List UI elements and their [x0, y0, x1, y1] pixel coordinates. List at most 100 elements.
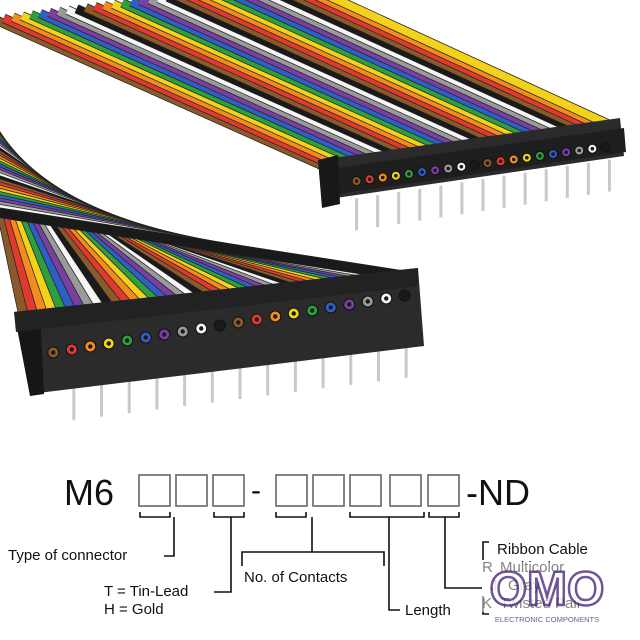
- label-ribbon-cable: Ribbon Cable: [497, 541, 588, 558]
- wire: [293, 0, 590, 134]
- contact-hole-center: [433, 168, 437, 173]
- contact-hole-center: [347, 302, 352, 307]
- contact-hole-center: [106, 341, 111, 346]
- bracket-connector-type: [139, 512, 171, 518]
- bracket-length: [349, 512, 425, 518]
- label-multicolor: Multicolor: [500, 559, 564, 576]
- leader-length: [388, 517, 400, 611]
- part-number-suffix: -ND: [466, 472, 530, 513]
- right-connector-contacts: [351, 141, 611, 187]
- wire: [258, 0, 564, 138]
- wire: [328, 0, 616, 131]
- code-box-5: [312, 474, 345, 507]
- wire: [269, 0, 572, 137]
- contact-hole-center: [125, 338, 130, 343]
- label-gray: Gray: [508, 577, 541, 594]
- contact-hole-center: [180, 329, 185, 334]
- wire: [304, 0, 598, 133]
- contact-hole-center: [88, 344, 93, 349]
- contact-hole-center: [310, 308, 315, 313]
- wire: [0, 208, 410, 282]
- leader-plating: [214, 517, 232, 593]
- omo-watermark-logo: OMO ELECTRONIC COMPONENTS: [482, 562, 612, 624]
- contact-hole-center: [367, 177, 372, 182]
- right-connector: [318, 118, 626, 231]
- contact-hole-center: [291, 311, 296, 316]
- contact-hole-center: [472, 163, 477, 167]
- back-ribbon-cable: [0, 0, 616, 172]
- front-ribbon-cable: [0, 131, 410, 323]
- label-plating-gold: H = Gold: [104, 601, 164, 618]
- contact-hole-center: [328, 305, 333, 310]
- contact-hole-center: [511, 157, 516, 162]
- code-box-8: [427, 474, 460, 507]
- code-box-4: [275, 474, 308, 507]
- right-connector-side: [318, 155, 340, 208]
- leader-connector-type: [164, 517, 175, 557]
- contact-hole-center: [236, 320, 241, 325]
- left-connector-side: [14, 310, 44, 396]
- watermark-backdrop: [482, 562, 612, 612]
- contact-hole-center: [402, 293, 407, 298]
- contact-hole-center: [420, 170, 424, 174]
- contact-hole-center: [564, 150, 568, 155]
- contact-hole-center: [199, 326, 204, 331]
- leader-cable-type: [444, 517, 482, 589]
- contact-hole-center: [525, 155, 529, 160]
- code-box-1: [138, 474, 171, 507]
- code-twisted: K: [482, 595, 492, 612]
- contact-hole-center: [217, 323, 222, 328]
- contact-hole-center: [384, 296, 389, 301]
- contact-hole-center: [577, 148, 582, 153]
- contact-hole-center: [590, 146, 595, 151]
- code-box-7: [389, 474, 422, 507]
- wire: [234, 0, 546, 141]
- contact-hole-center: [143, 335, 148, 340]
- bracket-ribbon-bottom: [482, 596, 489, 615]
- wire: [316, 0, 607, 132]
- label-connector-type: Type of connector: [8, 547, 127, 564]
- wire: [281, 0, 581, 136]
- code-gray: J: [490, 577, 498, 594]
- label-length: Length: [405, 602, 451, 619]
- contact-hole-center: [459, 164, 464, 169]
- contact-hole-center: [254, 317, 259, 322]
- contact-hole-center: [380, 175, 385, 180]
- wire: [223, 0, 537, 142]
- contact-hole-center: [273, 314, 278, 319]
- bracket-ribbon-top: [482, 541, 489, 560]
- wire: [0, 181, 30, 323]
- label-contacts: No. of Contacts: [244, 569, 347, 586]
- contact-hole-center: [394, 173, 398, 178]
- part-number-dash: -: [251, 474, 261, 507]
- contact-hole-center: [603, 145, 608, 149]
- bracket-contacts: [241, 551, 385, 566]
- left-connector-contacts: [47, 289, 411, 359]
- part-number-prefix: M6: [64, 472, 114, 513]
- contact-hole-center: [354, 179, 359, 183]
- right-connector-pins: [355, 159, 611, 231]
- watermark-subtext: ELECTRONIC COMPONENTS: [495, 615, 599, 624]
- bracket-cable-type: [428, 512, 460, 518]
- bracket-plating: [213, 512, 245, 518]
- left-connector-top-lip: [14, 268, 418, 332]
- part-number: M6 - -ND: [64, 472, 530, 513]
- label-twisted-pair: Twisted Pair: [500, 595, 582, 612]
- wire: [211, 0, 529, 143]
- contact-hole-center: [51, 350, 56, 355]
- contact-hole-center: [485, 161, 490, 165]
- contact-hole-center: [498, 159, 503, 164]
- contact-hole-center: [446, 166, 451, 171]
- left-connector: [14, 268, 424, 421]
- contact-hole-center: [69, 347, 74, 352]
- callout-lines: [139, 512, 489, 615]
- code-box-2: [175, 474, 208, 507]
- wire: [246, 0, 555, 139]
- code-box-6: [349, 474, 382, 507]
- contact-hole-center: [538, 154, 542, 158]
- contact-hole-center: [365, 299, 370, 304]
- contact-hole-center: [551, 152, 555, 156]
- bracket-contacts-a: [275, 512, 307, 518]
- contact-hole-center: [407, 172, 411, 176]
